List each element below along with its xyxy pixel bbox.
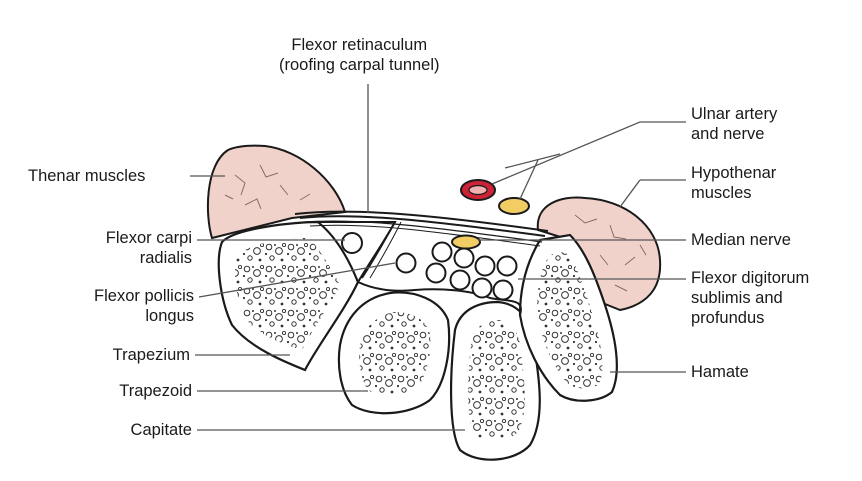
label-flexor-retinaculum: Flexor retinaculum (roofing carpal tunne…: [279, 35, 440, 75]
label-trapezoid: Trapezoid: [60, 381, 192, 401]
ulnar-nerve: [499, 198, 529, 214]
label-flexor-carpi-radialis-line2: radialis: [72, 248, 192, 268]
flexor-pollicis-longus-tendon: [397, 254, 416, 273]
label-hypothenar-line1: Hypothenar: [691, 163, 776, 183]
flexor-carpi-radialis-tendon: [342, 233, 362, 253]
flexor-digitorum-tendons: [427, 243, 517, 300]
label-median-nerve: Median nerve: [691, 230, 791, 250]
label-hamate: Hamate: [691, 362, 749, 382]
label-flexor-carpi-radialis: Flexor carpi radialis: [72, 228, 192, 268]
label-flexor-pollicis-longus-line2: longus: [44, 306, 194, 326]
label-capitate: Capitate: [60, 420, 192, 440]
label-ulnar-artery-line1: Ulnar artery: [691, 104, 777, 124]
label-flexor-digitorum: Flexor digitorum sublimis and profundus: [691, 268, 809, 328]
label-hypothenar-muscles: Hypothenar muscles: [691, 163, 776, 203]
label-flexor-retinaculum-line2: (roofing carpal tunnel): [279, 55, 440, 75]
label-hypothenar-line2: muscles: [691, 183, 776, 203]
label-flexor-digitorum-line3: profundus: [691, 308, 809, 328]
label-ulnar-artery-and-nerve: Ulnar artery and nerve: [691, 104, 777, 144]
label-flexor-digitorum-line2: sublimis and: [691, 288, 809, 308]
label-flexor-carpi-radialis-line1: Flexor carpi: [72, 228, 192, 248]
median-nerve: [452, 236, 480, 249]
label-flexor-pollicis-longus: Flexor pollicis longus: [44, 286, 194, 326]
label-ulnar-artery-line2: and nerve: [691, 124, 777, 144]
label-flexor-retinaculum-line1: Flexor retinaculum: [279, 35, 440, 55]
label-trapezium: Trapezium: [60, 345, 190, 365]
label-flexor-pollicis-longus-line1: Flexor pollicis: [44, 286, 194, 306]
label-flexor-digitorum-line1: Flexor digitorum: [691, 268, 809, 288]
label-thenar-muscles: Thenar muscles: [28, 166, 145, 186]
